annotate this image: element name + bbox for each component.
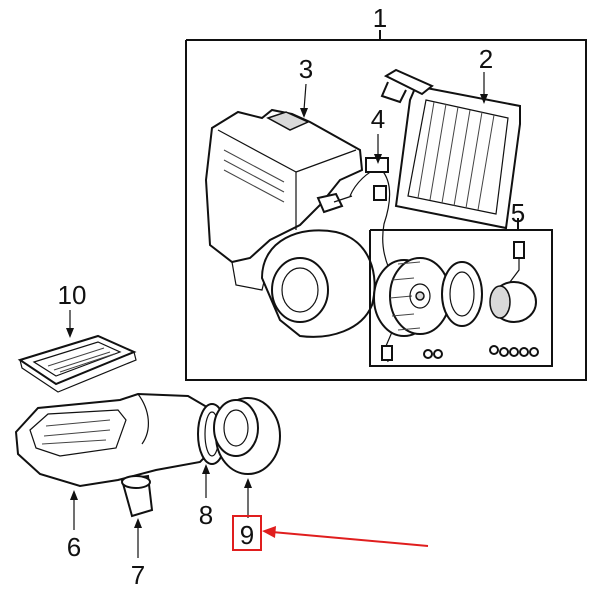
callout-6: 6 <box>67 532 81 562</box>
heater-core <box>380 68 521 230</box>
callout-4: 4 <box>371 104 385 134</box>
callout-5: 5 <box>511 198 525 228</box>
blower-motor-frame <box>369 218 553 367</box>
intake-duct <box>14 392 220 488</box>
callout-1: 1 <box>373 3 387 33</box>
blower-motor <box>381 241 537 363</box>
motor-gasket <box>441 261 483 327</box>
blower-wheel <box>373 257 451 337</box>
callout-10: 10 <box>58 280 87 310</box>
motor-screws <box>423 345 539 359</box>
callout-3: 3 <box>299 54 313 84</box>
callout-8: 8 <box>199 500 213 530</box>
callout-7: 7 <box>131 560 145 590</box>
drain-hose <box>120 474 154 518</box>
highlight-callout-9 <box>232 515 429 551</box>
leader-lines <box>66 72 488 558</box>
callout-9: 9 <box>240 520 254 550</box>
assembly-frame <box>185 30 587 381</box>
callout-2: 2 <box>479 44 493 74</box>
heater-housing <box>204 108 364 291</box>
duct-seal <box>213 397 281 475</box>
blower-scroll <box>260 229 376 338</box>
air-filter <box>17 334 137 393</box>
